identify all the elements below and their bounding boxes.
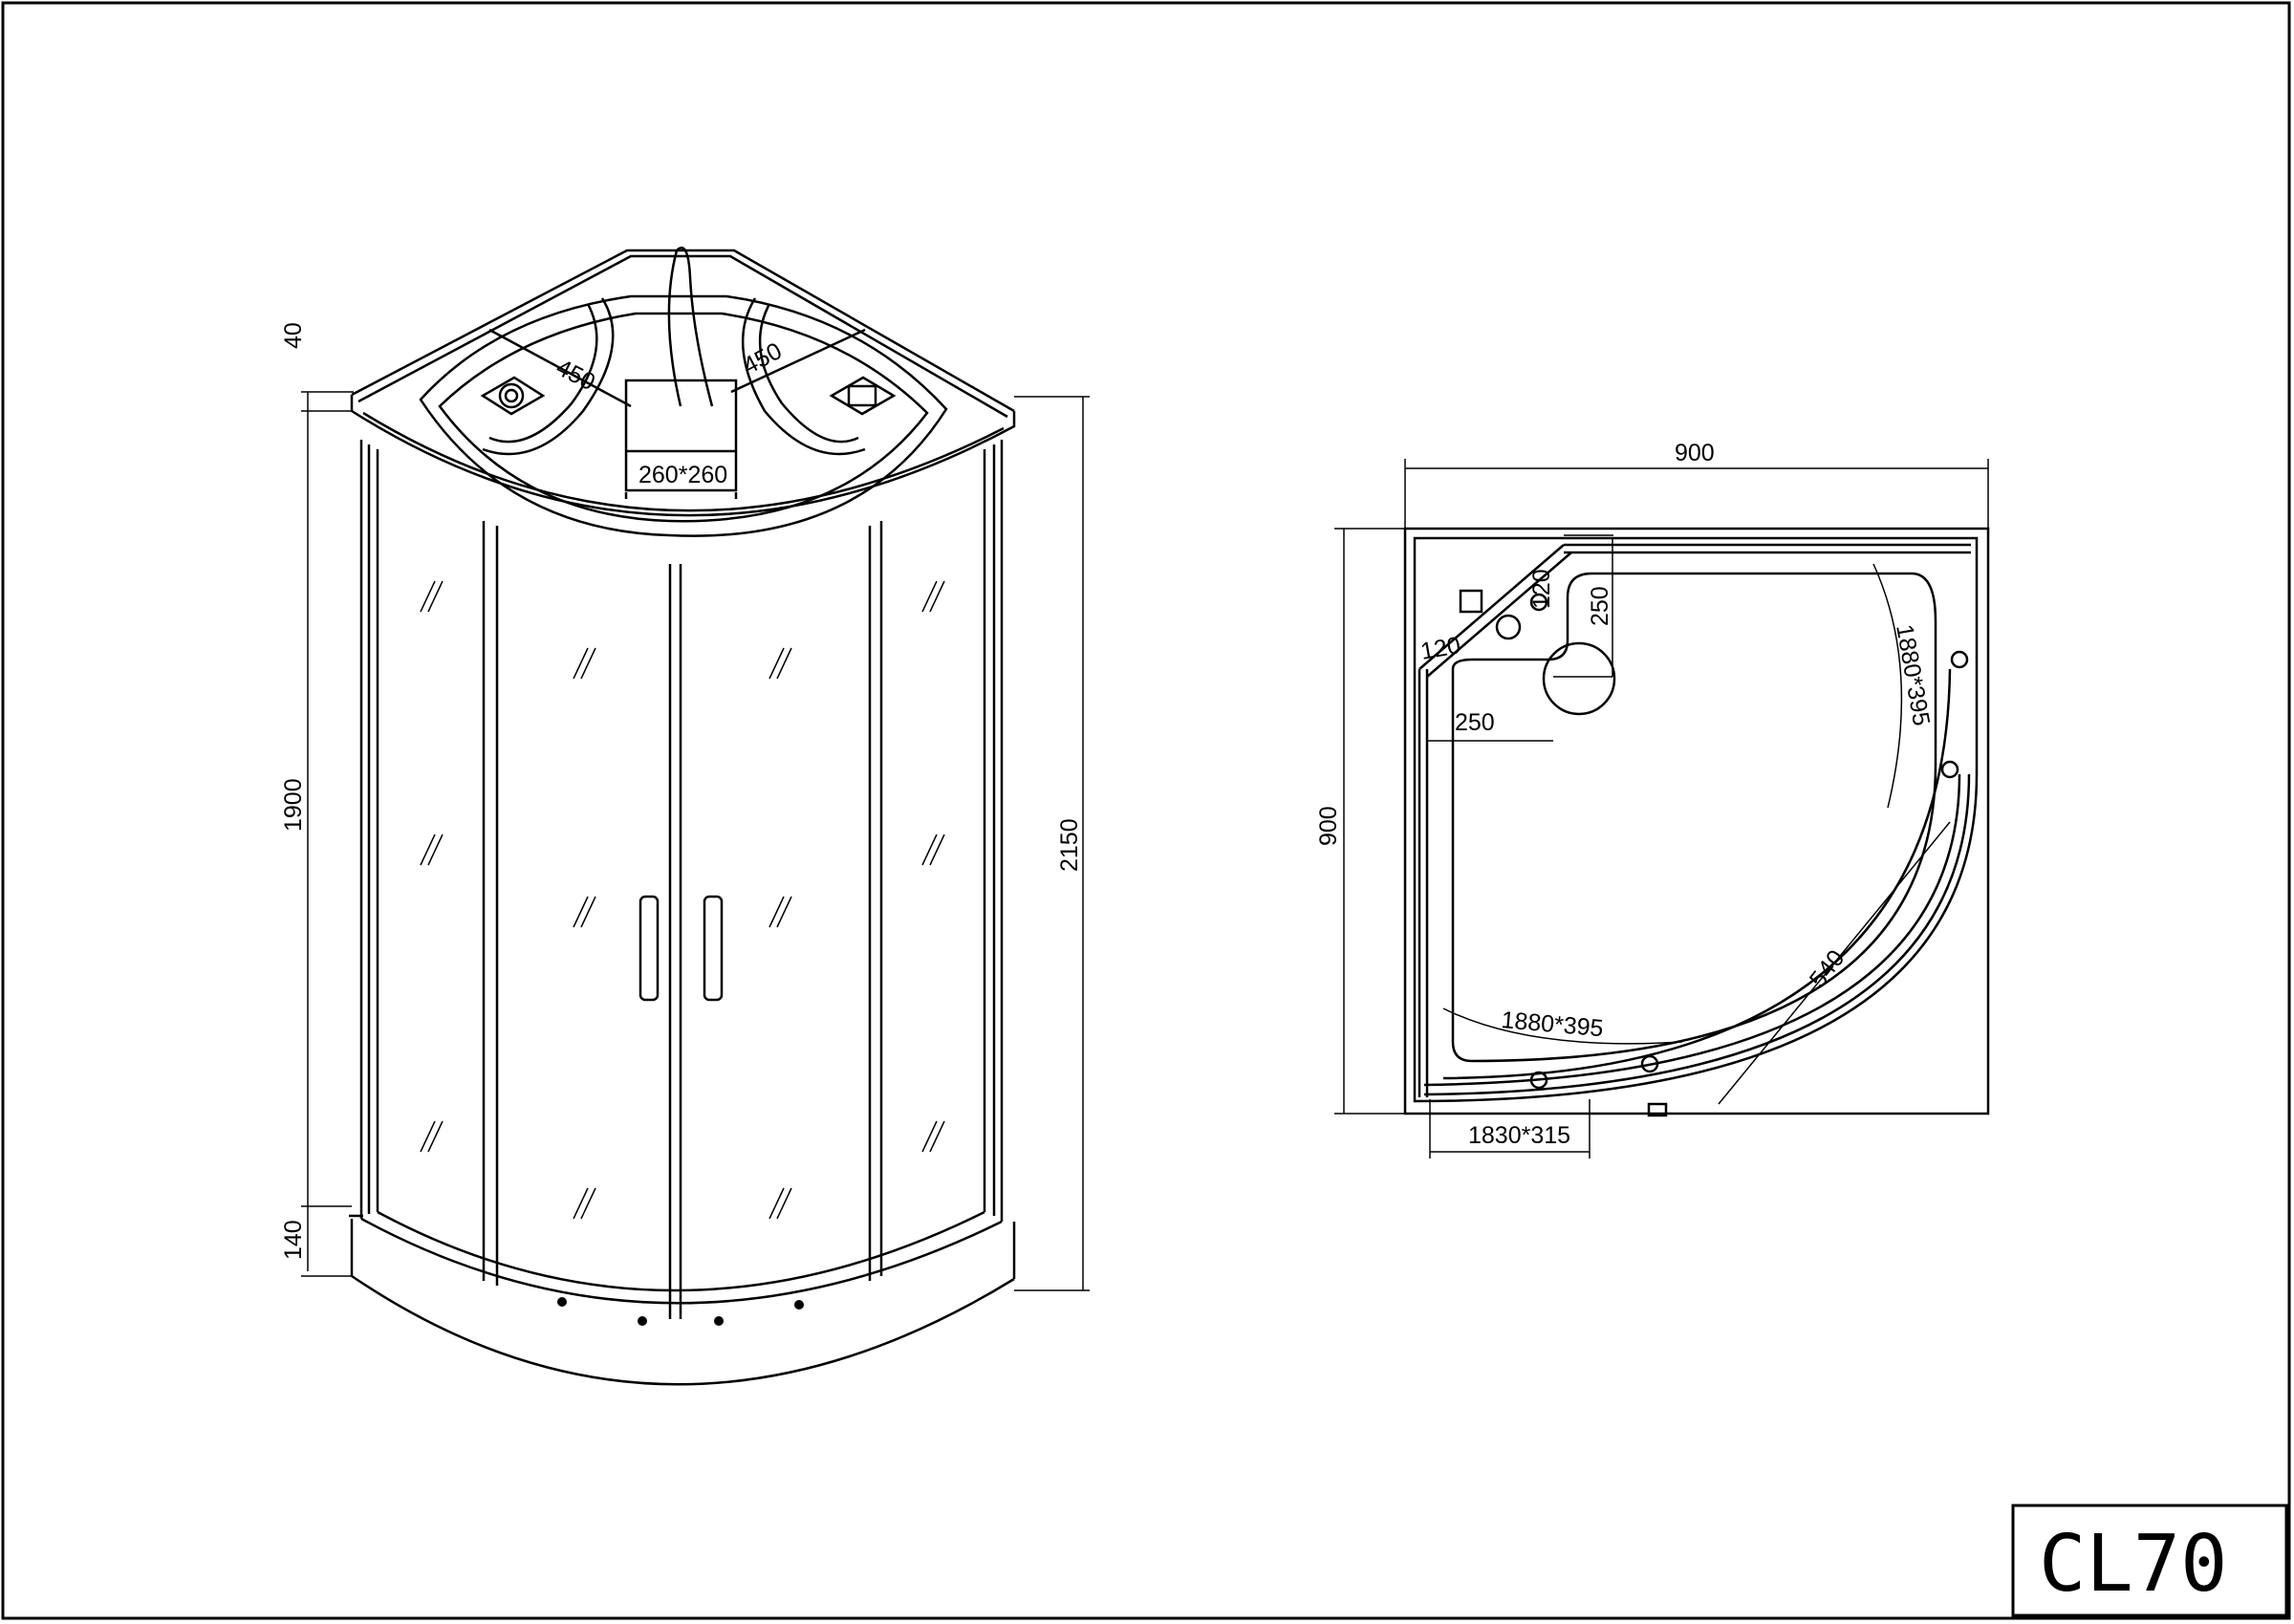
height-dimensions xyxy=(301,391,1090,1291)
plan-outline xyxy=(1403,527,1990,1115)
drain xyxy=(1542,641,1616,716)
shower-tray xyxy=(349,1214,1016,1386)
front-view: 450 450 260*260 xyxy=(280,247,1090,1386)
back-panel-label: 1830*315 xyxy=(1468,1122,1570,1149)
roof xyxy=(350,247,1016,537)
fixed-panel-bottom-label: 1880*395 xyxy=(1500,1007,1604,1042)
door-height-label: 1900 xyxy=(280,778,307,832)
total-height-label: 2150 xyxy=(1056,818,1083,872)
corner-fittings xyxy=(1459,589,1969,1117)
roof-depth-b-label: 450 xyxy=(739,337,787,379)
plan-depth-label: 900 xyxy=(1315,806,1342,846)
corner-offset-a-label: 120 xyxy=(1528,569,1555,609)
glass-hatch-marks xyxy=(420,580,945,1220)
roof-depth-a-label: 450 xyxy=(552,354,599,396)
tray-height-label: 140 xyxy=(280,1220,307,1260)
model-code: CL70 xyxy=(2039,1519,2227,1610)
door-rollers xyxy=(557,1297,804,1326)
left-door-handle xyxy=(638,895,660,1002)
plan-dimensions xyxy=(1334,459,1989,1158)
drain-offset-y-label: 250 xyxy=(1587,586,1613,626)
roof-height-label: 40 xyxy=(280,322,307,349)
plan-width-label: 900 xyxy=(1675,440,1715,466)
right-door-handle xyxy=(703,895,724,1002)
plan-view: 900 900 120 120 250 250 1880*395 1880*39… xyxy=(1315,440,1990,1158)
title-block: CL70 xyxy=(2011,1504,2288,1617)
corner-offset-b-label: 120 xyxy=(1418,632,1462,665)
fixed-panel-right-label: 1880*395 xyxy=(1891,622,1935,727)
drain-offset-x-label: 250 xyxy=(1455,709,1495,736)
enclosure-frame xyxy=(359,440,1004,1319)
roof-opening-label: 260*260 xyxy=(638,462,727,488)
